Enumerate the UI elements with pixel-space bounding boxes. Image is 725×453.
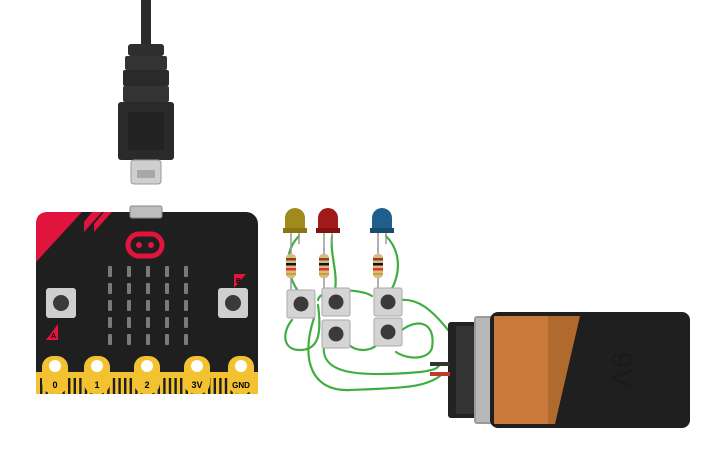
pin-gnd-pad[interactable]: GND	[228, 356, 254, 394]
button-b-marker: B	[234, 274, 246, 288]
edge-finger-gap	[68, 378, 71, 394]
pin-1-label: 1	[94, 380, 99, 390]
pin-0-pad[interactable]: 0	[42, 356, 68, 394]
usb-socket	[129, 205, 163, 219]
wire-ground-long[interactable]	[307, 316, 442, 392]
battery-9v[interactable]: 9V	[430, 312, 690, 428]
microbit-board: A B 0 1 2	[36, 205, 258, 394]
edge-finger-gap	[112, 378, 116, 394]
button-b-label: B	[236, 278, 241, 285]
matrix-led	[165, 283, 169, 294]
edge-finger-gap	[124, 378, 127, 394]
wire-lower-long[interactable]	[322, 342, 442, 376]
pin-0-label: 0	[52, 380, 57, 390]
matrix-led	[108, 317, 112, 328]
edge-finger-gap	[180, 378, 183, 394]
led-red[interactable]	[316, 208, 340, 250]
wire-button-left-loop[interactable]	[284, 303, 321, 352]
matrix-led	[165, 317, 169, 328]
matrix-led	[146, 300, 150, 311]
wire-right-loop[interactable]	[394, 322, 434, 359]
led-matrix	[108, 266, 188, 345]
edge-finger-gap	[40, 378, 43, 394]
button-a-marker: A	[46, 324, 58, 340]
led-yellow[interactable]	[283, 208, 307, 250]
resistor-blue[interactable]	[373, 248, 383, 290]
matrix-led	[184, 266, 188, 277]
button-a-label: A	[51, 333, 56, 340]
wire-led-blue-button[interactable]	[384, 234, 399, 294]
matrix-led	[127, 334, 131, 345]
push-button-4[interactable]	[321, 319, 351, 349]
matrix-led	[146, 334, 150, 345]
battery-terminal-positive[interactable]	[430, 372, 450, 376]
edge-finger-gap	[168, 378, 172, 394]
battery-label: 9V	[605, 352, 638, 389]
button-b[interactable]	[218, 288, 248, 318]
matrix-led	[108, 300, 112, 311]
battery-terminal-negative[interactable]	[430, 362, 450, 366]
wire-top-right[interactable]	[398, 298, 450, 332]
matrix-led	[184, 283, 188, 294]
matrix-led	[108, 283, 112, 294]
pin-3v-pad[interactable]: 3V	[184, 356, 210, 394]
edge-finger-gap	[213, 378, 216, 394]
matrix-led	[127, 266, 131, 277]
wire-led-red-button[interactable]	[330, 234, 337, 292]
edge-finger-gap	[224, 378, 228, 394]
edge-finger-gap	[73, 378, 76, 394]
usb-cable[interactable]	[118, 0, 174, 185]
matrix-led	[165, 334, 169, 345]
matrix-led	[127, 300, 131, 311]
led-blue[interactable]	[370, 208, 394, 250]
pin-gnd-label: GND	[232, 381, 250, 390]
push-button-2[interactable]	[321, 287, 351, 317]
push-button-1[interactable]	[286, 289, 316, 319]
edge-finger-gap	[219, 378, 222, 394]
wire-middle-bridge[interactable]	[346, 342, 380, 352]
matrix-led	[165, 300, 169, 311]
push-button-3[interactable]	[373, 287, 403, 317]
button-a[interactable]	[46, 288, 76, 318]
edge-finger-gap	[79, 378, 82, 394]
matrix-led	[165, 266, 169, 277]
matrix-led	[184, 334, 188, 345]
matrix-led	[127, 317, 131, 328]
resistor-yellow[interactable]	[286, 248, 296, 290]
microbit-logo[interactable]	[125, 231, 165, 259]
edge-finger-gap	[129, 378, 132, 394]
resistor-red[interactable]	[319, 248, 329, 290]
pin-2-label: 2	[144, 380, 149, 390]
matrix-led	[108, 334, 112, 345]
matrix-led	[184, 317, 188, 328]
pin-2-pad[interactable]: 2	[134, 356, 160, 394]
matrix-led	[146, 317, 150, 328]
edge-finger-gap	[118, 378, 121, 394]
matrix-led	[127, 283, 131, 294]
matrix-led	[108, 266, 112, 277]
edge-finger-gap	[174, 378, 177, 394]
matrix-led	[184, 300, 188, 311]
matrix-led	[146, 283, 150, 294]
matrix-led	[146, 266, 150, 277]
edge-finger-gap	[163, 378, 166, 394]
pin-3v-label: 3V	[191, 380, 202, 390]
push-button-5[interactable]	[373, 317, 403, 347]
pin-1-pad[interactable]: 1	[84, 356, 110, 394]
